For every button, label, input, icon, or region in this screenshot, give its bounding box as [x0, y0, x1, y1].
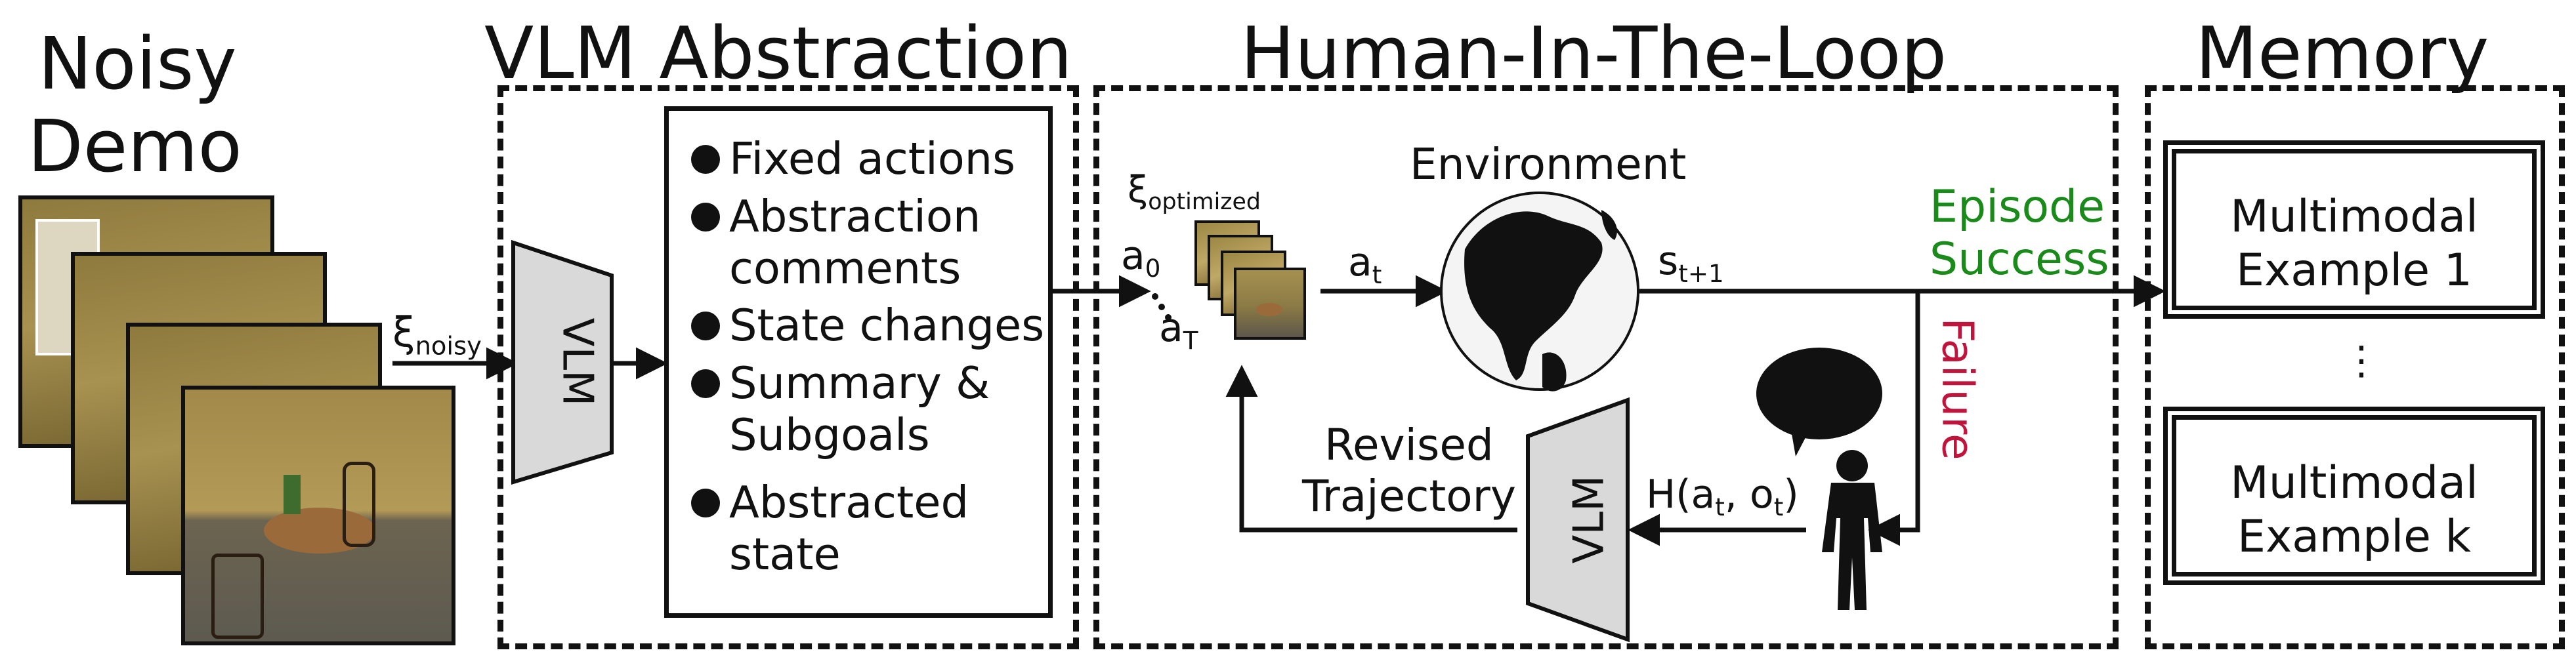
aT-label: aT — [1159, 305, 1198, 355]
environment-label: Environment — [1410, 139, 1687, 190]
failure-label: Failure — [1932, 317, 1983, 460]
demo-frame-4 — [181, 386, 455, 645]
at-label: at — [1348, 239, 1382, 289]
globe-icon — [1440, 192, 1639, 392]
speech-bubble-icon — [1756, 348, 1882, 456]
xi-noisy-label: ξnoisy — [392, 308, 482, 361]
bullet-dot — [691, 203, 720, 232]
memory-ellipsis: ⋮ — [2342, 338, 2381, 384]
noisy-demo-title-line1: Noisy — [38, 22, 237, 106]
bullet-dot — [691, 369, 720, 398]
arrow-revised-to-trajectory — [1225, 365, 1517, 533]
trajectory-thumb-4 — [1234, 268, 1306, 340]
a0-label: a0 — [1121, 233, 1161, 283]
human-feedback-label: H(at, ot) — [1646, 472, 1799, 521]
state-next-label: st+1 — [1658, 238, 1724, 288]
bullet-dot — [691, 489, 720, 517]
abstraction-item-summary: Summary &Subgoals — [729, 357, 990, 461]
arrow-failure-to-human — [1868, 291, 1920, 546]
human-in-the-loop-frame — [1093, 85, 2119, 649]
vlm-abstraction-title: VLM Abstraction — [484, 11, 1072, 95]
vlm-abstraction-label: VLM — [553, 317, 602, 407]
person-icon — [1822, 450, 1882, 610]
vlm-abstraction-shape — [511, 239, 614, 485]
bullet-dot — [691, 312, 720, 340]
memory-title: Memory — [2195, 11, 2489, 95]
vlm-feedback-label: VLM — [1565, 475, 1614, 564]
noisy-demo-title-line2: Demo — [28, 104, 242, 188]
abstraction-item-state-changes: State changes — [729, 300, 1045, 351]
abstraction-item-fixed-actions: Fixed actions — [729, 133, 1016, 184]
vlm-feedback-shape — [1526, 397, 1630, 643]
memory-frame — [2145, 85, 2565, 649]
human-in-the-loop-title: Human-In-The-Loop — [1240, 11, 1947, 95]
xi-optimized-label: ξoptimized — [1128, 169, 1261, 216]
bullet-dot — [691, 145, 720, 174]
